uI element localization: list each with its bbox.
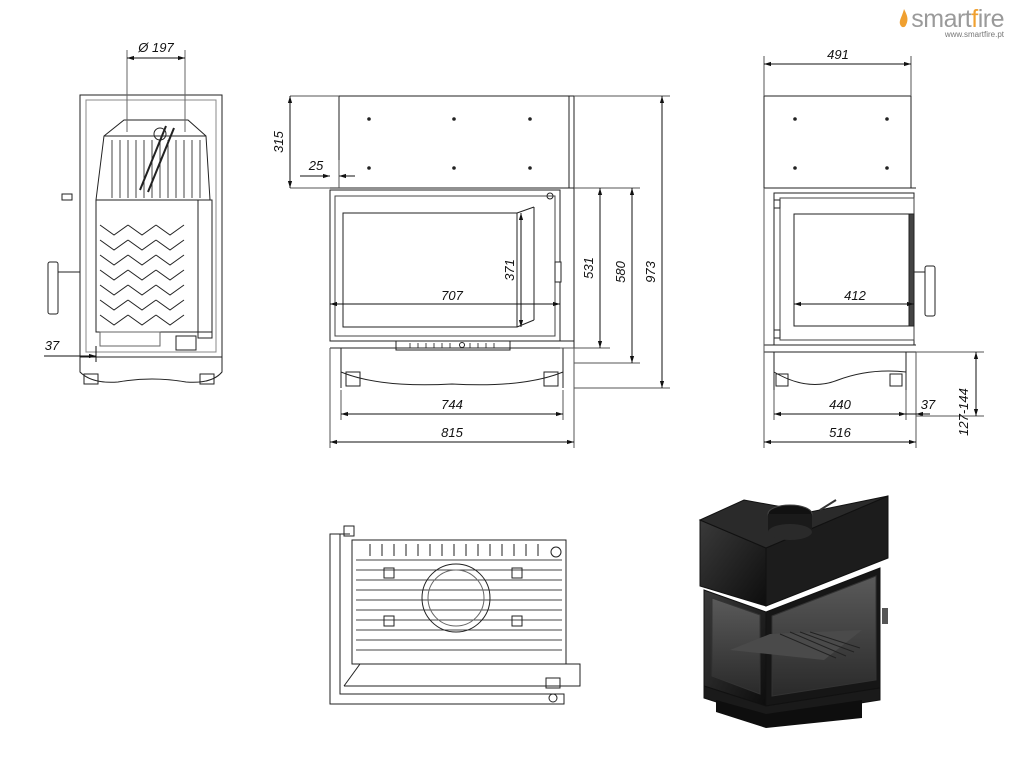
right-top-depth-label: 491 [827,47,849,62]
flue-diameter-label: Ø 197 [137,40,174,55]
right-view-dimensions: 491 412 440 37 516 127-144 [763,47,984,448]
total-height-label: 973 [643,260,658,282]
front-view-drawing [329,95,575,388]
adjustable-height-label: 127-144 [956,388,971,436]
glass-height-label: 371 [502,259,517,281]
right-view-drawing [763,95,936,390]
right-leg-offset-label: 37 [921,397,936,412]
door-height-label: 531 [581,257,596,279]
side-view-drawing [47,50,223,385]
brand-url[interactable]: www.smartfire.pt [944,30,1004,39]
top-view-drawing [329,525,581,705]
top-height-label: 315 [271,130,286,152]
right-base-width-label: 440 [829,397,851,412]
front-view-dimensions: 315 25 707 371 531 580 973 744 815 [271,95,670,448]
flame-icon [900,9,908,28]
brand-logo[interactable]: smartfire www.smartfire.pt [899,6,1004,39]
side-view-dimensions: Ø 197 37 [44,40,185,362]
brand-highlight-letter: f [971,5,978,33]
total-width-label: 815 [441,425,463,440]
brand-name: smartfire [911,5,1004,33]
right-glass-width-label: 412 [844,288,866,303]
top-step-label: 25 [308,158,324,173]
side-offset-label: 37 [45,338,60,353]
right-total-width-label: 516 [829,425,851,440]
fireplace-3d-render [698,495,889,728]
glass-width-label: 707 [441,288,463,303]
body-height-label: 580 [613,260,628,282]
base-width-label: 744 [441,397,463,412]
